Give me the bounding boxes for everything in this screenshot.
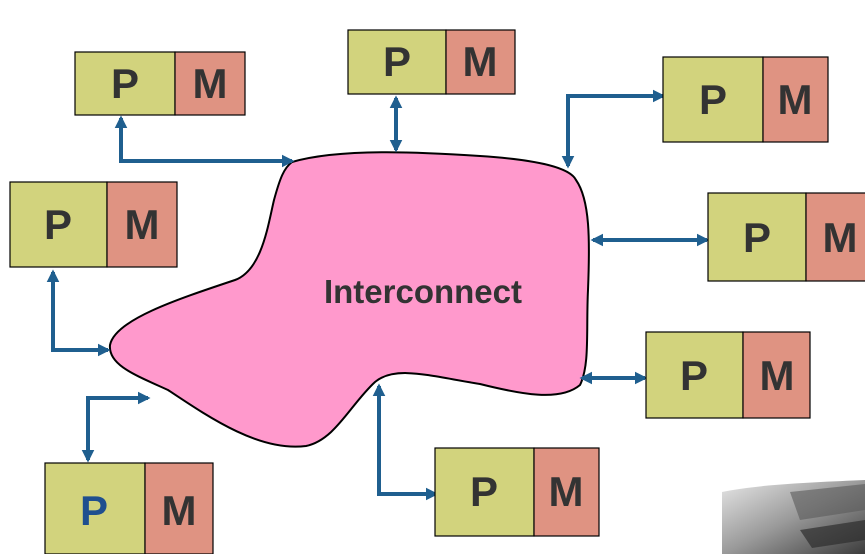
interconnect-cloud: [108, 151, 590, 448]
processor-box: [662, 56, 764, 143]
memory-label: M: [193, 60, 228, 107]
links: [46, 89, 710, 501]
node-bottom-left: P M: [44, 462, 214, 554]
link-left: [46, 269, 111, 357]
memory-label: M: [823, 214, 858, 261]
interconnect-label: Interconnect: [324, 273, 522, 310]
processor-box: [44, 462, 146, 554]
memory-box: [106, 181, 178, 268]
memory-label: M: [162, 487, 197, 534]
memory-box: [742, 331, 811, 419]
node-bottom-center: P M: [434, 447, 600, 537]
memory-box: [174, 51, 246, 116]
processor-label: P: [470, 468, 498, 515]
processor-box: [645, 331, 744, 419]
processor-label: P: [743, 214, 771, 261]
memory-box: [762, 56, 829, 143]
memory-label: M: [463, 38, 498, 85]
processor-label: P: [111, 60, 139, 107]
node-right: P M: [707, 192, 865, 282]
processor-box: [9, 181, 108, 268]
link-top-right: [561, 89, 666, 169]
memory-label: M: [549, 468, 584, 515]
processor-box: [434, 447, 535, 537]
memory-box: [533, 447, 600, 537]
node-right-lower: P M: [645, 331, 811, 419]
memory-label: M: [778, 76, 813, 123]
processor-label: P: [44, 201, 72, 248]
node-top-right: P M: [662, 56, 829, 143]
processor-box: [707, 192, 807, 282]
memory-box: [445, 29, 516, 95]
node-top-center: P M: [347, 29, 516, 95]
corner-photo-fragment: [722, 480, 865, 554]
memory-label: M: [760, 352, 795, 399]
memory-box: [805, 192, 865, 282]
node-left: P M: [9, 181, 178, 268]
memory-box: [144, 462, 214, 554]
processor-label: P: [383, 38, 411, 85]
processor-box: [347, 29, 447, 95]
link-bottom-center: [372, 383, 439, 501]
memory-label: M: [125, 201, 160, 248]
node-top-left: P M: [74, 51, 246, 116]
link-top-left: [114, 115, 295, 168]
link-bottom-left: [81, 391, 151, 463]
processor-label: P: [699, 76, 727, 123]
processor-label: P: [80, 487, 108, 534]
processor-label: P: [680, 352, 708, 399]
